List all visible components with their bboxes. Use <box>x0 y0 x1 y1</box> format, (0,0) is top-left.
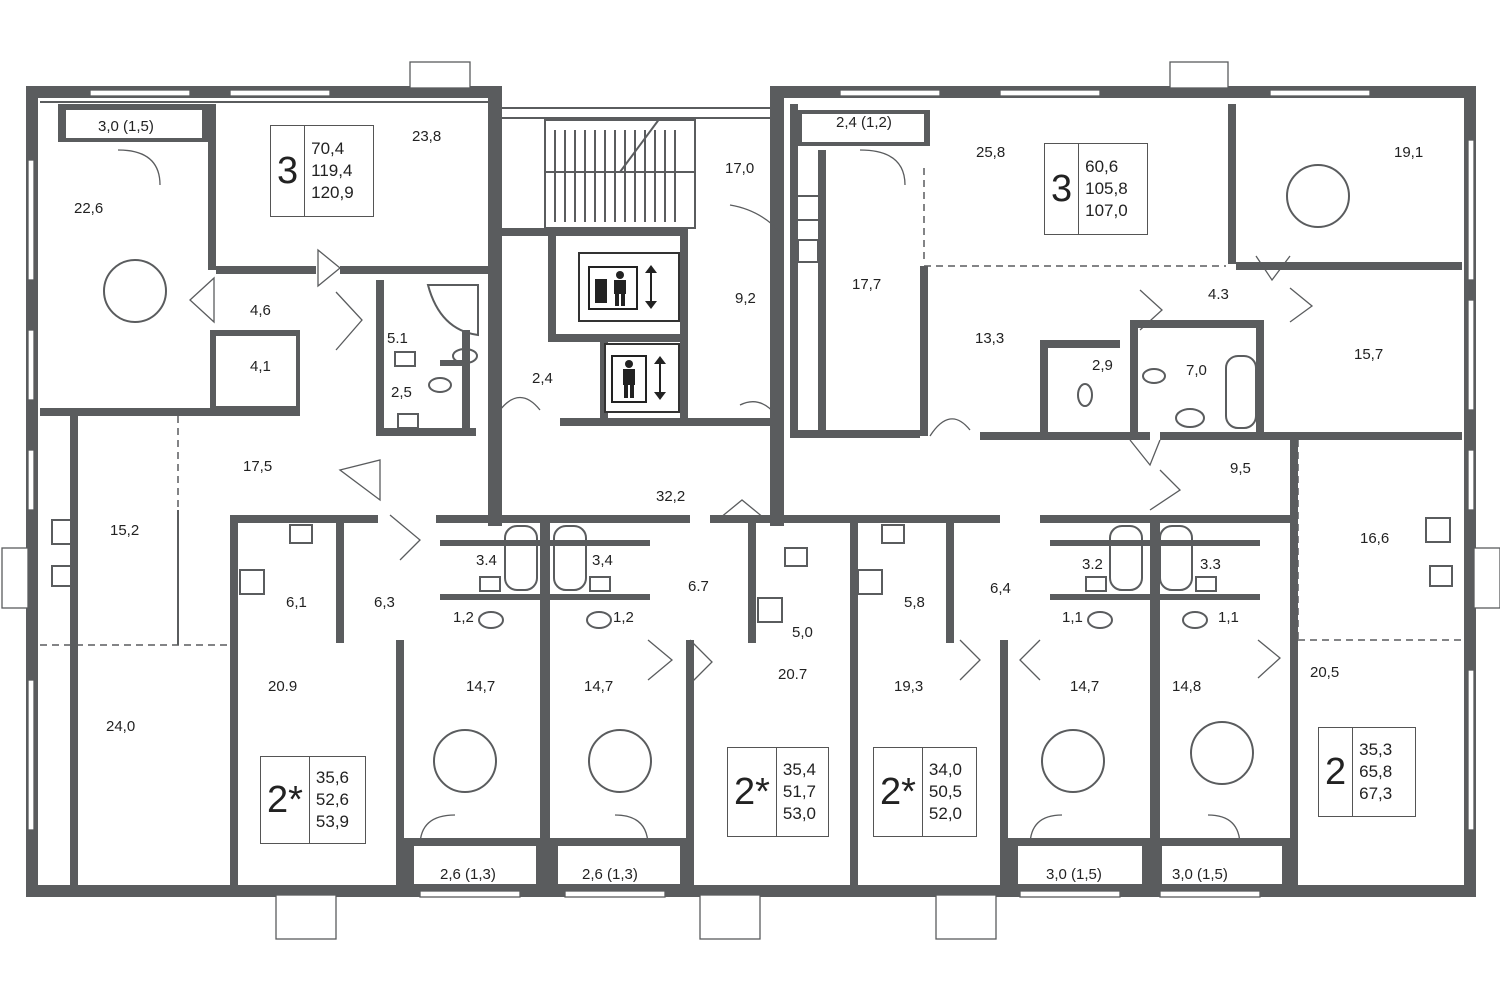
interior-walls <box>40 101 1462 887</box>
room-label: 25,8 <box>976 144 1006 161</box>
room-label: 1,1 <box>1062 609 1083 626</box>
apartment-areas: 35,3 65,8 67,3 <box>1352 728 1392 816</box>
room-count: 2 <box>1325 750 1347 793</box>
room-label: 2,9 <box>1092 357 1113 374</box>
room-label: 2,5 <box>391 384 412 401</box>
passenger-elevator-icon <box>611 355 666 403</box>
room-label: 13,3 <box>975 330 1005 347</box>
room-label: 4,6 <box>250 302 271 319</box>
room-label: 14,7 <box>1070 678 1100 695</box>
room-label: 14,7 <box>584 678 614 695</box>
living-area: 35,4 <box>782 760 817 779</box>
room-label: 3,4 <box>592 552 613 569</box>
room-label: 32,2 <box>656 488 686 505</box>
total-area: 52,6 <box>315 790 350 809</box>
total-area-with-balcony: 53,0 <box>782 804 817 823</box>
room-label: 20.9 <box>268 678 298 695</box>
total-area-with-balcony: 53,9 <box>315 812 350 831</box>
room-label: 17,5 <box>243 458 273 475</box>
total-area: 65,8 <box>1359 762 1393 781</box>
apartment-areas: 60,6 105,8 107,0 <box>1078 144 1128 234</box>
room-label: 7,0 <box>1186 362 1207 379</box>
room-label: 4,1 <box>250 358 271 375</box>
apartment-summary: 2* 34,0 50,5 52,0 <box>873 747 977 837</box>
room-label: 2,6 (1,3) <box>582 866 638 883</box>
apartment-areas: 35,6 52,6 53,9 <box>308 757 350 843</box>
living-area: 35,3 <box>1359 740 1393 759</box>
room-label: 3.2 <box>1082 556 1103 573</box>
staircase <box>544 117 696 229</box>
living-area: 34,0 <box>928 760 963 779</box>
room-label: 23,8 <box>412 128 442 145</box>
room-label: 6,4 <box>990 580 1011 597</box>
room-label: 15,2 <box>110 522 140 539</box>
room-label: 3.3 <box>1200 556 1221 573</box>
room-label: 24,0 <box>106 718 136 735</box>
room-label: 4.3 <box>1208 286 1229 303</box>
room-count: 2* <box>734 770 770 813</box>
room-label: 3,0 (1,5) <box>1046 866 1102 883</box>
cargo-lift <box>578 252 680 322</box>
room-label: 6,3 <box>374 594 395 611</box>
room-label: 9,5 <box>1230 460 1251 477</box>
room-count: 2* <box>267 778 303 821</box>
total-area-with-balcony: 107,0 <box>1085 201 1128 220</box>
apartment-summary: 2* 35,6 52,6 53,9 <box>260 756 366 844</box>
room-label: 2,4 (1,2) <box>836 114 892 131</box>
room-label: 3,0 (1,5) <box>1172 866 1228 883</box>
total-area-with-balcony: 120,9 <box>311 183 354 202</box>
room-label: 15,7 <box>1354 346 1384 363</box>
passenger-lift <box>604 343 680 413</box>
room-label: 2,4 <box>532 370 553 387</box>
total-area-with-balcony: 67,3 <box>1359 784 1393 803</box>
room-label: 20.7 <box>778 666 808 683</box>
doors <box>117 149 1314 847</box>
kitchen-stoves <box>51 195 1453 623</box>
room-label: 17,0 <box>725 160 755 177</box>
room-label: 19,3 <box>894 678 924 695</box>
room-label: 14,8 <box>1172 678 1202 695</box>
room-count: 3 <box>1051 167 1073 210</box>
apartment-areas: 70,4 119,4 120,9 <box>304 126 354 216</box>
room-label: 6,1 <box>286 594 307 611</box>
room-label: 6.7 <box>688 578 709 595</box>
total-area: 105,8 <box>1085 179 1128 198</box>
apartment-summary: 2 35,3 65,8 67,3 <box>1318 727 1416 817</box>
room-label: 1,1 <box>1218 609 1239 626</box>
total-area: 51,7 <box>782 782 817 801</box>
sanitary-fixtures <box>394 284 1257 629</box>
room-label: 9,2 <box>735 290 756 307</box>
tables <box>103 164 1350 793</box>
apartment-summary: 3 70,4 119,4 120,9 <box>270 125 374 217</box>
room-label: 1,2 <box>453 609 474 626</box>
room-label: 1,2 <box>613 609 634 626</box>
room-label: 14,7 <box>466 678 496 695</box>
room-label: 20,5 <box>1310 664 1340 681</box>
living-area: 70,4 <box>311 139 345 158</box>
room-label: 2,6 (1,3) <box>440 866 496 883</box>
total-area-with-balcony: 52,0 <box>928 804 963 823</box>
windows <box>1 61 1500 940</box>
room-label: 5.1 <box>387 330 408 347</box>
room-label: 17,7 <box>852 276 882 293</box>
total-area: 50,5 <box>928 782 963 801</box>
living-area: 35,6 <box>315 768 350 787</box>
apartment-summary: 3 60,6 105,8 107,0 <box>1044 143 1148 235</box>
room-label: 16,6 <box>1360 530 1390 547</box>
apartment-areas: 34,0 50,5 52,0 <box>921 748 963 836</box>
total-area: 119,4 <box>311 161 353 180</box>
apartment-areas: 35,4 51,7 53,0 <box>775 748 817 836</box>
room-count: 3 <box>277 149 299 192</box>
room-label: 22,6 <box>74 200 104 217</box>
room-count: 2* <box>880 770 916 813</box>
cargo-elevator-icon <box>588 265 657 310</box>
room-label: 3.4 <box>476 552 497 569</box>
room-label: 5,0 <box>792 624 813 641</box>
room-label: 19,1 <box>1394 144 1424 161</box>
room-label: 5,8 <box>904 594 925 611</box>
room-label: 3,0 (1,5) <box>98 118 154 135</box>
living-area: 60,6 <box>1085 157 1119 176</box>
apartment-summary: 2* 35,4 51,7 53,0 <box>727 747 829 837</box>
